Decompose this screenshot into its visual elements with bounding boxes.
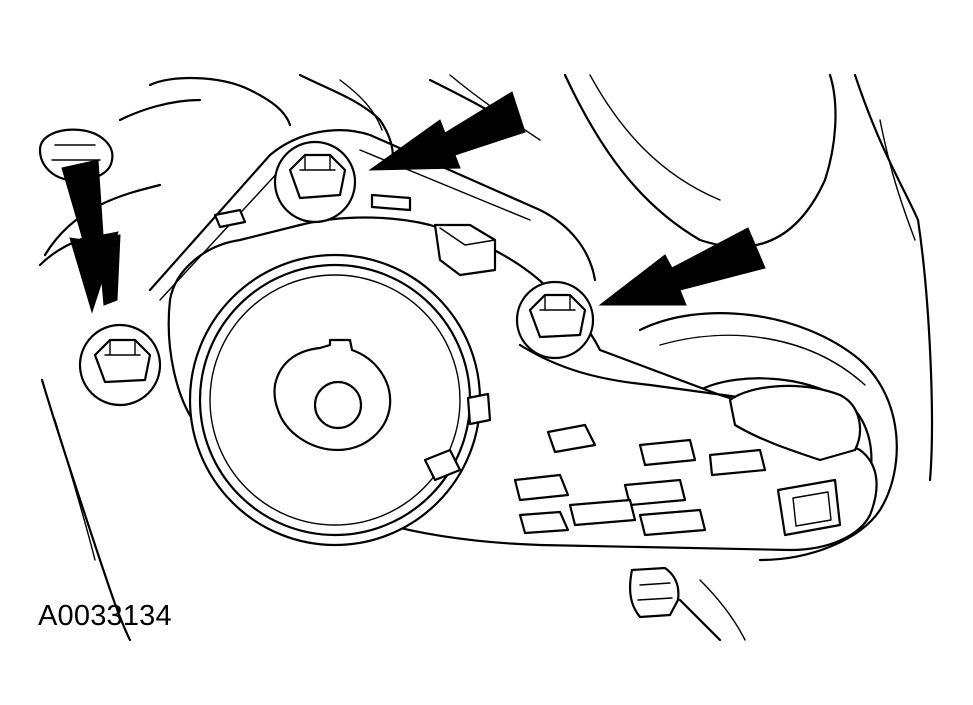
bolt-right <box>515 280 595 360</box>
arrow-left-inner <box>97 234 121 306</box>
pointer-arrows <box>61 91 766 314</box>
tensioner-bracket <box>148 129 878 552</box>
arrow-top <box>368 91 526 171</box>
bolt-top <box>273 140 357 224</box>
bolt-bottom <box>629 566 680 619</box>
arrow-right <box>598 227 766 306</box>
bolt-left <box>78 323 162 407</box>
figure-id-label: A0033134 <box>38 600 172 632</box>
